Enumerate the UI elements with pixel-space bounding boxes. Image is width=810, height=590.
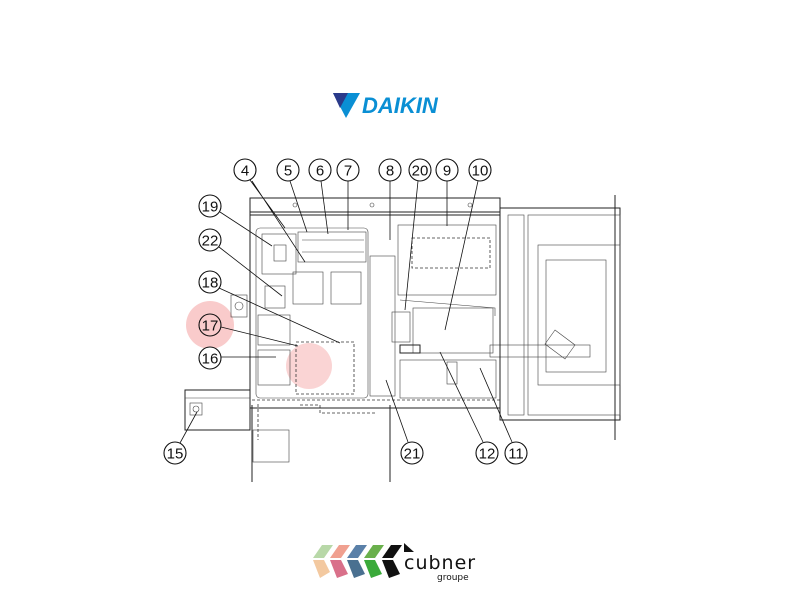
svg-text:19: 19	[202, 199, 219, 216]
svg-text:8: 8	[386, 163, 394, 180]
svg-text:20: 20	[412, 163, 429, 180]
cubner-logo-subtitle: groupe	[437, 573, 469, 583]
daikin-logo: DAIKIN	[333, 93, 439, 118]
svg-text:18: 18	[202, 275, 219, 292]
svg-text:10: 10	[472, 163, 489, 180]
highlight-17	[186, 301, 234, 349]
svg-text:6: 6	[316, 163, 324, 180]
callout-20: 20	[408, 158, 432, 182]
callout-6: 6	[308, 158, 332, 182]
side-unit	[499, 195, 621, 440]
cubner-logo-text: cubner	[404, 552, 476, 574]
svg-text:11: 11	[508, 446, 524, 463]
callout-7: 7	[336, 158, 360, 182]
svg-text:21: 21	[404, 446, 421, 463]
callout-9: 9	[435, 158, 459, 182]
callout-15: 15	[163, 441, 187, 465]
callout-17: 17	[198, 313, 222, 337]
callout-11: 11	[504, 441, 528, 465]
callout-8: 8	[378, 158, 402, 182]
svg-text:7: 7	[344, 163, 352, 180]
svg-text:16: 16	[202, 351, 219, 368]
svg-text:12: 12	[479, 446, 496, 463]
svg-text:4: 4	[241, 163, 249, 180]
svg-text:22: 22	[202, 233, 219, 250]
cubner-logo: cubner groupe	[313, 543, 476, 583]
control-cabinet	[230, 197, 591, 482]
svg-text:9: 9	[443, 163, 451, 180]
callout-19: 19	[198, 194, 222, 218]
callout-18: 18	[198, 270, 222, 294]
callout-12: 12	[475, 441, 499, 465]
svg-text:17: 17	[202, 318, 219, 335]
callout-10: 10	[468, 158, 492, 182]
callout-4: 4	[233, 158, 257, 182]
svg-text:15: 15	[167, 446, 184, 463]
callout-22: 22	[198, 228, 222, 252]
callout-5: 5	[276, 158, 300, 182]
daikin-logo-text: DAIKIN	[362, 93, 439, 118]
left-box	[184, 389, 251, 431]
callout-16: 16	[198, 346, 222, 370]
svg-text:5: 5	[284, 163, 292, 180]
leader-lines	[179, 179, 513, 444]
highlight-board	[286, 343, 332, 389]
callout-21: 21	[400, 441, 424, 465]
